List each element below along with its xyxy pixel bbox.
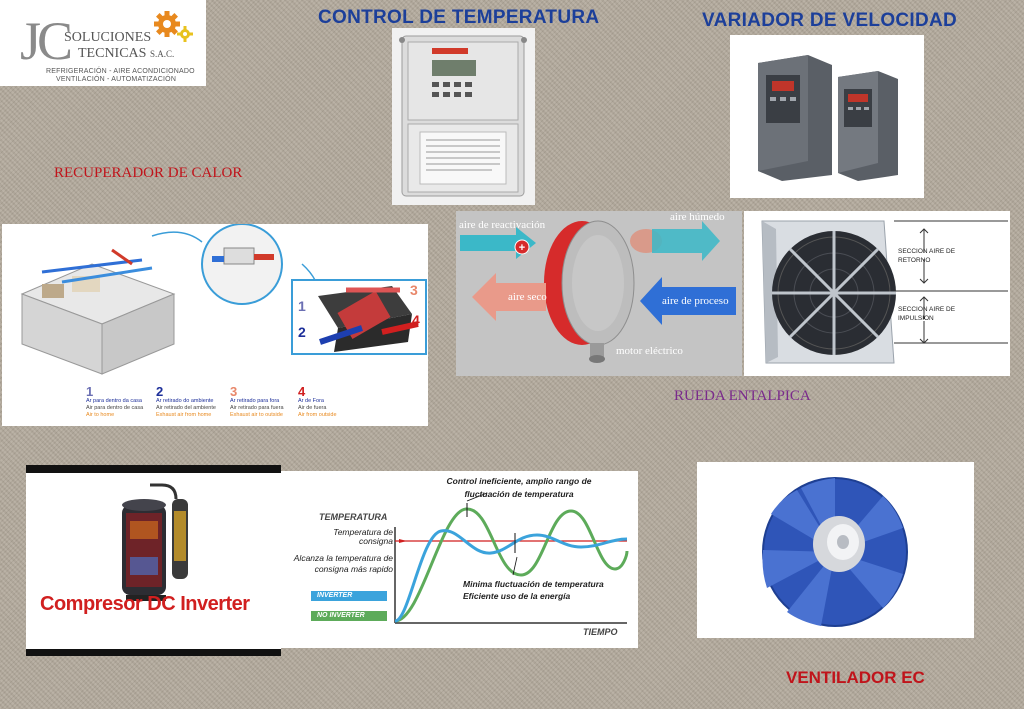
svg-text:+: + — [519, 242, 525, 254]
title-recuperador-calor: RECUPERADOR DE CALOR — [54, 165, 243, 181]
legend-item-4: 4 Ar de Fora Air de fuera Air from outsi… — [298, 384, 337, 418]
inverter-comparison-chart: TEMPERATURA Temperatura de consigna Alca… — [281, 471, 638, 648]
axis-label-tiempo: TIEMPO — [583, 627, 618, 637]
speed-drive-image — [730, 35, 924, 198]
ec-fan-image — [697, 462, 974, 638]
label-aire-seco: aire seco — [508, 291, 547, 303]
label-seccion-retorno: SECCION AIRE DE RETORNO — [898, 248, 956, 264]
label-minima-fluctuacion: Minima fluctuación de temperatura — [463, 579, 604, 589]
legend-item-3: 3 Ar retirado para fora Air retirado par… — [230, 384, 284, 418]
logo-line2: TECNICAS S.A.C. — [78, 46, 175, 61]
title-ventilador-ec: VENTILADOR EC — [786, 668, 925, 687]
diagram-num-3: 3 — [410, 282, 418, 298]
title-control-temperatura: CONTROL DE TEMPERATURA — [318, 7, 600, 28]
legend-inverter: INVERTER — [317, 592, 353, 599]
logo-tagline-1: REFRIGERACIÓN - AIRE ACONDICIONADO — [46, 68, 195, 75]
logo-tagline-2: VENTILACIÓN - AUTOMATIZACIÓN — [56, 76, 177, 83]
heat-recovery-image: 1 2 3 4 1 Ar para dentro da casa Air par… — [2, 224, 428, 426]
label-alcanza-temperatura: Alcanza la temperatura de consigna más r… — [293, 553, 393, 574]
diagram-num-2: 2 — [298, 324, 306, 340]
logo-line1: SOLUCIONES — [64, 30, 152, 45]
label-aire-humedo: aire húmedo — [670, 211, 725, 223]
gear-icon — [154, 11, 193, 42]
diagram-num-1: 1 — [298, 298, 306, 314]
label-seccion-impulsion: SECCION AIRE DE IMPULSION — [898, 306, 956, 322]
diagram-num-4: 4 — [412, 312, 420, 328]
label-aire-proceso: aire de proceso — [662, 295, 729, 307]
company-logo: JC SOLUCIONES TECNICAS S.A.C. REFRIGERAC… — [0, 0, 206, 86]
label-motor-electrico: motor eléctrico — [616, 345, 683, 357]
label-temperatura-consigna: Temperatura de consigna — [333, 527, 393, 546]
compressor-dc-inverter-image: Compresor DC Inverter — [26, 465, 281, 656]
enthalpy-wheel-diagram: + aire de reactivación aire húmedo aire … — [456, 211, 742, 376]
temperature-controller-image — [392, 28, 535, 205]
legend-item-1: 1 Ar para dentro da casa Air para dentro… — [86, 384, 144, 418]
label-aire-reactivacion: aire de reactivación — [459, 219, 546, 231]
compressor-label: Compresor DC Inverter — [40, 593, 250, 615]
logo-initials: JC — [20, 11, 73, 71]
label-control-ineficiente: Control ineficiente, amplio rango de flu… — [446, 476, 592, 499]
enthalpy-wheel-photo: SECCION AIRE DE RETORNO SECCION AIRE DE … — [744, 211, 1010, 376]
legend-no-inverter: NO INVERTER — [317, 612, 365, 619]
title-variador-velocidad: VARIADOR DE VELOCIDAD — [702, 10, 958, 31]
label-eficiente-energia: Eficiente uso de la energía — [463, 591, 571, 601]
legend-item-2: 2 Ar retirado do ambiente Air retirado d… — [156, 384, 216, 418]
axis-label-temperatura: TEMPERATURA — [319, 512, 388, 522]
title-rueda-entalpica: RUEDA ENTALPICA — [674, 388, 811, 404]
